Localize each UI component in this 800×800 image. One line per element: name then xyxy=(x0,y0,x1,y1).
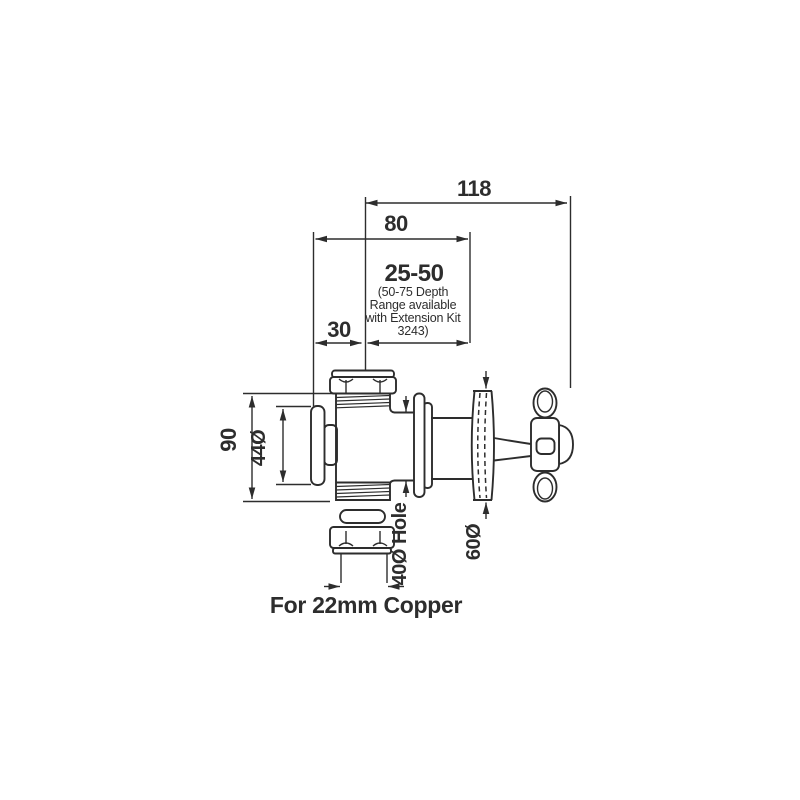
dim-40-hole-label: 40Ø Hole xyxy=(389,502,411,585)
bottom-nut-chamfer-right xyxy=(372,542,388,547)
thread-line xyxy=(335,398,391,402)
dim-60-label: 60Ø xyxy=(463,524,485,560)
handle-hub-detail xyxy=(535,437,556,455)
side-outlet-cap xyxy=(310,405,338,486)
depth-note-line-4: 3243) xyxy=(398,324,429,338)
flange-plate xyxy=(413,392,426,498)
side-cap-plate xyxy=(310,405,326,486)
body-outline-upper xyxy=(389,393,416,414)
bottom-nut-chamfer-left xyxy=(338,542,354,547)
valve-body xyxy=(335,393,416,501)
dim-30: 30 xyxy=(315,317,362,347)
thread-line xyxy=(335,494,391,498)
body-outline-lower xyxy=(335,393,416,501)
thread-line xyxy=(335,483,391,488)
thread-line xyxy=(335,490,391,495)
dim-25-50-label: 25-50 xyxy=(385,260,444,287)
olive-ring xyxy=(339,509,386,524)
bottom-nut-cap xyxy=(332,547,392,555)
depth-note-line-3: with Extension Kit xyxy=(364,311,461,325)
handle-dome-cap xyxy=(558,423,574,466)
dim-30-label: 30 xyxy=(327,317,351,342)
top-nut-chamfer-left xyxy=(338,378,354,383)
dim-depth-range: 25-50 (50-75 Depth Range available with … xyxy=(364,197,468,371)
handle-bottom-lobe-inner xyxy=(536,477,554,500)
dim-80-label: 80 xyxy=(384,211,408,236)
dim-60: 60Ø xyxy=(463,371,490,560)
depth-note-line-1: (50-75 Depth xyxy=(378,285,449,299)
handle-stem-top xyxy=(493,437,532,445)
thread-line xyxy=(335,487,391,491)
concealing-plate xyxy=(470,390,495,501)
cross-handle xyxy=(493,387,574,503)
plate-back-profile xyxy=(490,390,495,501)
dim-40-hole: 40Ø Hole xyxy=(389,396,411,585)
top-nut-chamfer-right xyxy=(372,378,388,383)
dim-44: 44Ø xyxy=(248,405,311,486)
wall-flange xyxy=(413,392,433,498)
thread-line xyxy=(335,405,391,409)
bottom-compression-nut xyxy=(329,526,395,555)
dim-80: 80 xyxy=(312,211,471,406)
plate-front-profile xyxy=(470,390,476,501)
copper-caption: For 22mm Copper xyxy=(270,592,463,618)
valve-neck xyxy=(431,417,473,480)
plate-hidden-line-2 xyxy=(484,392,488,499)
thread-line xyxy=(335,394,391,399)
dim-118-label: 118 xyxy=(457,176,491,201)
dim-44-label: 44Ø xyxy=(248,430,270,466)
bottom-threads xyxy=(335,481,391,498)
handle-top-lobe-inner xyxy=(536,390,554,413)
dim-118: 118 xyxy=(366,176,572,388)
depth-note-line-2: Range available xyxy=(370,298,457,312)
top-threads xyxy=(335,392,391,409)
thread-line xyxy=(335,401,391,406)
top-compression-nut xyxy=(329,369,397,395)
valve-assembly xyxy=(310,369,574,555)
dim-22mm-copper: For 22mm Copper xyxy=(270,553,463,618)
handle-stem-bottom xyxy=(493,455,532,462)
dim-90: 90 xyxy=(216,392,334,503)
plate-hidden-line-1 xyxy=(477,392,481,499)
dim-90-label: 90 xyxy=(216,428,241,452)
